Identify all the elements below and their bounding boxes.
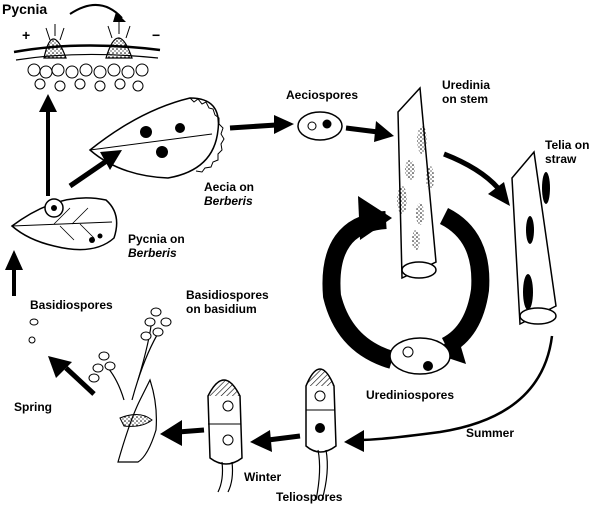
- label-basidiospores-on-line2: on basidium: [186, 302, 257, 316]
- label-plus: +: [22, 27, 31, 43]
- label-aecia-line2: Berberis: [204, 194, 253, 208]
- label-basidiospores: Basidiospores: [30, 298, 113, 312]
- urediniospore: [389, 337, 451, 375]
- label-uredinia-line2: on stem: [442, 92, 489, 106]
- label-basidiospores-on: Basidiospores on basidium: [186, 288, 269, 316]
- uredinia-stem: [397, 86, 437, 280]
- basidium: [88, 307, 172, 463]
- teliospore-left: [207, 379, 243, 493]
- aeciospore: [297, 111, 343, 141]
- label-telia-line2: straw: [545, 152, 577, 166]
- label-pycnia: Pycnia: [2, 1, 48, 17]
- label-basidiospores-on-line1: Basidiospores: [186, 288, 269, 302]
- telia-straw: [511, 150, 557, 326]
- label-pycnia-on-line2: Berberis: [128, 246, 177, 260]
- label-aecia: Aecia on Berberis: [204, 180, 254, 208]
- pycnia-section: [13, 4, 161, 92]
- pycnia-leaf: [10, 197, 118, 251]
- label-pycnia-on-line1: Pycnia on: [128, 232, 185, 246]
- label-spring: Spring: [14, 400, 52, 414]
- label-winter: Winter: [244, 470, 282, 484]
- label-teliospores: Teliospores: [276, 490, 343, 504]
- label-telia: Telia on straw: [545, 138, 589, 166]
- aecia-leaf: [88, 97, 225, 179]
- basidiospores-loose: [28, 318, 39, 344]
- teliospore-right: [305, 368, 337, 501]
- label-pycnia-on: Pycnia on Berberis: [128, 232, 185, 260]
- label-uredinia: Uredinia on stem: [442, 78, 490, 106]
- label-telia-line1: Telia on: [545, 138, 590, 152]
- label-aecia-line1: Aecia on: [204, 180, 255, 194]
- label-urediniospores: Urediniospores: [366, 388, 455, 402]
- label-summer: Summer: [466, 426, 515, 440]
- label-aeciospores: Aeciospores: [286, 88, 359, 102]
- label-uredinia-line1: Uredinia: [442, 78, 491, 92]
- label-minus: −: [152, 27, 161, 43]
